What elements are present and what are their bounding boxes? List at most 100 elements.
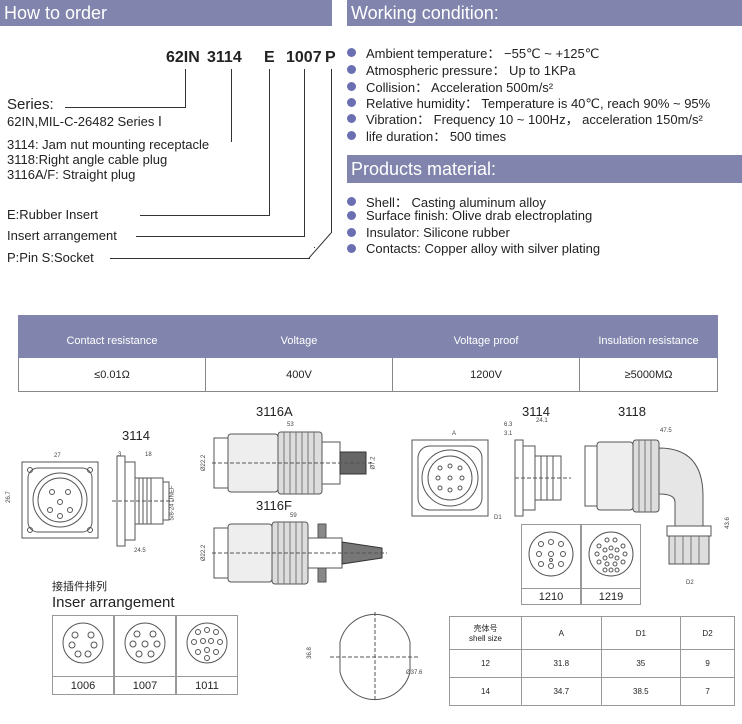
drawing-label-3118: 3118 [618,404,646,419]
spec-value: ≥5000MΩ [579,357,718,392]
table-row: 14 34.7 38.5 7 [449,677,735,706]
code-type: 3114 [207,49,242,66]
type-3118-desc: 3118:Right angle cable plug [7,152,168,167]
insert-1011-icon [186,622,228,664]
insert-1219-icon [588,531,634,577]
dim-3116a-d2: Ø7.2 [370,456,377,470]
how-to-order-title: How to order [4,3,108,23]
arrangement-box-1006 [52,615,114,695]
panel-cutout-drawing [330,612,420,702]
contact-desc: P:Pin S:Socket [7,250,94,265]
spec-header-row: Contact resistance Voltage Voltage proof… [18,315,718,358]
dim-panel-height: 36.8 [306,647,313,659]
material-item: Contacts: Copper alloy with silver plati… [347,241,600,256]
drawing-3114r-side [514,439,571,517]
dim-3114r-t3: 24.1 [536,418,548,424]
arrangement-code-1219: 1219 [581,588,641,605]
bullet-icon [347,211,356,220]
bullet-icon [347,244,356,253]
drawing-3114-front [21,461,99,539]
arrangement-box-1011 [176,615,238,695]
dim-3114r-t1: 6.3 [504,422,513,428]
leader-type-v [231,69,232,142]
dim-3114-b: 18 [145,452,152,458]
drawing-label-3116a: 3116A [256,404,293,419]
shell-header-row: 壳体号 shell size A D1 D2 [449,616,735,650]
bullet-icon [347,228,356,237]
working-item: Vibration： Frequency 10 ~ 100Hz， acceler… [347,109,703,128]
shell-header: D2 [680,616,735,650]
bullet-icon [347,82,356,91]
insert-1210-icon [528,531,574,577]
table-row: 12 31.8 35 9 [449,649,735,678]
bullet-icon [347,114,356,123]
dim-3114r-a: A [452,431,457,437]
products-material-title: Products material: [351,159,497,179]
drawing-3114r-front [411,439,489,517]
spec-header: Voltage [205,315,393,358]
drawing-label-3114-right: 3114 [522,404,550,419]
working-item: Relative humidity： Temperature is 40℃, r… [347,93,710,112]
dim-3118-d2: D2 [686,580,694,586]
arrangement-title-en: Inser arrangement [52,594,175,611]
shell-size-header: 壳体号 shell size [449,616,522,650]
spec-value: ≤0.01Ω [18,357,206,392]
leader-series-h [65,107,186,108]
working-item: Ambient temperature： −55℃ ~ +125℃ [347,43,599,62]
spec-table: Contact resistance Voltage Voltage proof… [18,315,718,392]
spec-value: 1200V [392,357,580,392]
bullet-icon [347,197,356,206]
arrangement-code-1011: 1011 [176,676,238,695]
arrangement-box-1007 [114,615,176,695]
series-heading: Series: [7,96,54,113]
dim-3114-thread: 5/8-24 UNEF [169,485,176,521]
dim-3116a-d1: Ø22.2 [201,454,208,472]
dim-3114r-d1: D1 [494,515,502,521]
shell-header: A [521,616,602,650]
working-condition-header: Working condition: [347,0,742,26]
working-item: Collision： Acceleration 500m/s² [347,77,553,96]
drawing-3118 [584,439,712,565]
dim-3118-length: 47.5 [660,428,672,434]
dim-3114-width: 27 [54,453,61,459]
leader-arr-v [304,69,305,236]
leader-contact-h [110,258,310,259]
bullet-icon [347,98,356,107]
leader-contact-d [314,247,315,248]
arrangement-box-1219 [581,524,641,605]
arrangement-desc: Insert arrangement [7,228,117,243]
code-contact: P [325,49,336,66]
dim-3114r-t2: 3.1 [504,431,513,437]
type-3116-desc: 3116A/F: Straight plug [7,167,136,182]
drawing-3116a [212,431,372,495]
bullet-icon [347,131,356,140]
leader-insert-v [269,69,270,215]
leader-insert-h [140,215,270,216]
material-item: Shell： Casting aluminum alloy [347,192,546,211]
dim-3118-height: 43.6 [724,517,731,529]
insert-1006-icon [62,622,104,664]
working-item: life duration： 500 times [347,126,506,145]
spec-value: 400V [205,357,393,392]
drawing-3116f [212,521,387,585]
working-condition-title: Working condition: [351,3,499,23]
arrangement-box-1210 [521,524,581,605]
material-item: Insulator: Silicone rubber [347,225,510,240]
spec-value-row: ≤0.01Ω 400V 1200V ≥5000MΩ [18,357,718,392]
leader-series-v [185,69,186,107]
dim-3116f-d1: Ø22.2 [201,544,208,562]
insert-1007-icon [124,622,166,664]
code-arrangement: 1007 [286,49,322,66]
code-insert: E [264,49,275,66]
material-item: Surface finish: Olive drab electroplatin… [347,208,592,223]
drawing-label-3116f: 3116F [256,498,292,513]
dim-panel-diameter: Ø37.6 [406,670,423,676]
drawing-3114-side [112,455,174,547]
spec-header: Contact resistance [18,315,206,358]
arrangement-title-cn: 接插件排列 [52,581,107,593]
dim-3114-a: 3 [118,452,122,458]
dim-3114-base: 24.5 [134,548,146,554]
series-line: 62IN,MIL-C-26482 Series Ⅰ [7,114,162,129]
dim-3114-height: 26.7 [5,491,12,503]
